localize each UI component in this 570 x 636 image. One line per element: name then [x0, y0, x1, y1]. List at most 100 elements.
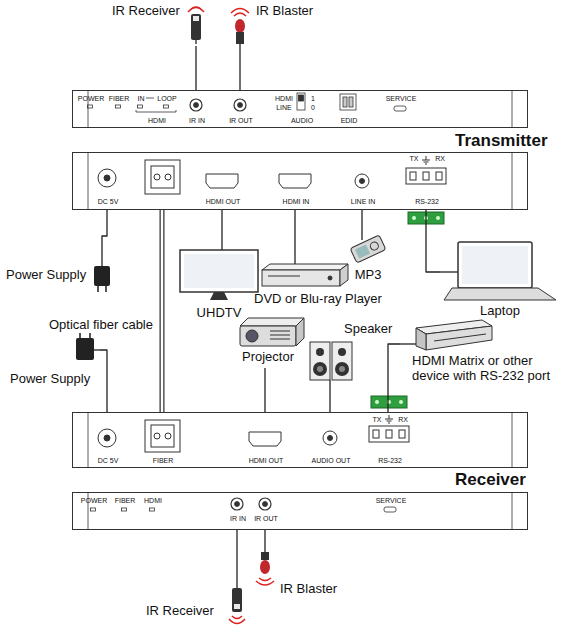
speaker-icon [339, 366, 345, 372]
ir-receiver-icon [232, 616, 242, 619]
device-label: UHDTV [197, 306, 242, 321]
port-label: FIBER [109, 95, 130, 103]
panel-detail [88, 105, 93, 108]
port-label: TX [373, 416, 382, 424]
power-adapter-icon [94, 266, 110, 286]
cable-connector [240, 46, 241, 90]
port-label: POWER [78, 95, 104, 103]
port-label: 1 [311, 95, 315, 103]
ir-blaster-icon [231, 9, 249, 47]
ir-blaster-icon [261, 552, 269, 560]
dvd-player-icon [328, 276, 332, 280]
matrix-device-icon [416, 328, 426, 350]
panel-detail [410, 172, 416, 180]
cable-connector [239, 46, 240, 90]
port-label: RS-232 [415, 198, 439, 206]
ir-receiver-icon [229, 619, 245, 624]
speaker-icon [338, 348, 346, 356]
device-panel: POWERFIBERINLOOPHDMIIR INIR OUTHDMILINE1… [72, 90, 528, 128]
port-label: SERVICE [376, 497, 407, 505]
panel-detail [145, 420, 180, 452]
cable-connector [102, 210, 107, 258]
panel-detail [349, 97, 353, 107]
ir-blaster-icon [260, 560, 270, 574]
port-label: IR IN [189, 117, 205, 125]
cable-connector [330, 384, 331, 412]
panel-detail [88, 152, 89, 210]
mp3-player-icon [369, 241, 380, 252]
ir-blaster-icon [239, 44, 240, 46]
panel-detail [360, 179, 365, 184]
port-label: FIBER [115, 497, 136, 505]
panel-detail [145, 160, 180, 194]
panel-detail [151, 425, 174, 447]
panel-detail [426, 156, 427, 160]
panel-detail [423, 172, 429, 180]
panel-detail [88, 90, 513, 128]
panel-detail [88, 412, 512, 468]
panel-detail [104, 435, 110, 441]
fiber-cable [160, 210, 165, 412]
panel-detail [98, 169, 116, 187]
panel-detail [355, 174, 369, 188]
panel-detail [394, 106, 406, 111]
tv-icon [184, 254, 254, 288]
terminal-plug [436, 216, 440, 220]
speaker-icon [317, 366, 323, 372]
ir-receiver-icon [236, 586, 237, 588]
dvd-player-icon [262, 262, 348, 286]
panel-detail [235, 502, 240, 507]
fiber-cable [162, 210, 163, 412]
cable-connector [264, 368, 265, 412]
panel-detail [116, 105, 121, 108]
device-panel: DC 5VHDMI OUTHDMI INLINE INTXRXRS-232 [72, 152, 528, 210]
panel-detail [387, 421, 392, 422]
port-label: AUDIO OUT [312, 457, 351, 465]
panel-detail [279, 174, 311, 188]
power-adapter-icon [97, 286, 99, 292]
panel-detail [249, 432, 281, 446]
projector-icon [270, 339, 290, 340]
ir-receiver-icon [191, 14, 201, 40]
fiber-cable [161, 210, 164, 412]
device-label: Speaker [344, 322, 392, 337]
port-label: TX [410, 155, 419, 163]
mp3-player-icon [350, 235, 386, 263]
panel-detail [297, 93, 305, 110]
cable-connector [236, 530, 237, 586]
ir-receiver-icon [232, 588, 242, 612]
section-title: Transmitter [455, 131, 548, 151]
tv-icon [180, 250, 258, 292]
device-label: DVD or Blu-ray Player [254, 292, 382, 307]
port-label: IR OUT [254, 515, 278, 523]
laptop-icon [440, 271, 458, 272]
panel-detail [231, 498, 243, 510]
speaker-icon [335, 362, 349, 376]
cable-connector [100, 350, 107, 412]
port-label: POWER [81, 497, 107, 505]
panel-detail [238, 103, 243, 108]
panel-detail [104, 175, 110, 181]
device-label: IR Blaster [256, 4, 313, 19]
panel-detail [154, 433, 160, 439]
power-adapter-icon [94, 349, 100, 350]
cable-connector [388, 344, 400, 412]
panel-detail [512, 412, 513, 468]
cable-label: Optical fiber cable [47, 318, 155, 333]
matrix-device-icon [434, 334, 486, 341]
panel-detail [436, 172, 442, 180]
laptop-icon [462, 246, 528, 284]
panel-detail [406, 168, 446, 184]
matrix-device-icon [400, 343, 416, 344]
terminal-plug [375, 400, 379, 404]
device-node: UHDTV [176, 246, 262, 324]
cable-connector [426, 210, 440, 272]
panel-detail [259, 498, 271, 510]
cable-connector [265, 530, 266, 552]
port-label: RX [435, 155, 445, 163]
port-label: DC 5V [98, 198, 119, 206]
device-node: MP3 [344, 232, 392, 286]
mp3-player-icon [350, 232, 386, 263]
cable-connector [295, 210, 296, 262]
panel-detail [385, 419, 393, 420]
